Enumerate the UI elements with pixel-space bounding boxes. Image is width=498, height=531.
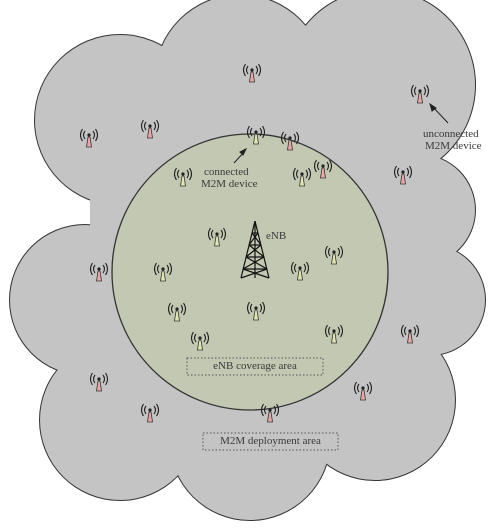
connected-device-icon bbox=[190, 331, 210, 351]
connected-device-icon bbox=[207, 227, 227, 247]
unconnected-label-line2: M2M device bbox=[425, 140, 482, 152]
connected-device-icon bbox=[153, 262, 173, 282]
devices-layer bbox=[79, 63, 430, 423]
connected-device-icon bbox=[292, 167, 312, 187]
deployment-area-label-box bbox=[202, 432, 339, 451]
connected-device-icon bbox=[324, 245, 344, 265]
connected-arrow bbox=[233, 147, 248, 164]
connected-label-line1: connected bbox=[204, 166, 249, 178]
unconnected-device-icon bbox=[353, 381, 373, 401]
connected-device-icon bbox=[324, 324, 344, 344]
connected-device-icon bbox=[167, 302, 187, 322]
unconnected-device-icon bbox=[280, 131, 300, 151]
connected-device-icon bbox=[246, 125, 266, 145]
deployment-area-label: M2M deployment area bbox=[220, 435, 321, 447]
unconnected-label-line1: unconnected bbox=[423, 128, 479, 140]
enb-tower-icon bbox=[240, 220, 270, 279]
unconnected-device-icon bbox=[313, 159, 333, 179]
unconnected-device-icon bbox=[140, 119, 160, 139]
connected-device-icon bbox=[246, 301, 266, 321]
unconnected-arrow bbox=[429, 102, 449, 124]
unconnected-device-icon bbox=[79, 128, 99, 148]
enb-label: eNB bbox=[266, 230, 287, 242]
unconnected-device-icon bbox=[400, 324, 420, 344]
unconnected-device-icon bbox=[89, 372, 109, 392]
coverage-area-label-box bbox=[186, 357, 324, 376]
unconnected-device-icon bbox=[393, 165, 413, 185]
unconnected-device-icon bbox=[89, 262, 109, 282]
connected-label-line2: M2M device bbox=[201, 178, 258, 190]
unconnected-device-icon bbox=[260, 403, 280, 423]
connected-device-icon bbox=[173, 167, 193, 187]
coverage-area-label: eNB coverage area bbox=[213, 360, 297, 372]
unconnected-device-icon bbox=[410, 84, 430, 104]
unconnected-device-icon bbox=[140, 403, 160, 423]
connected-device-icon bbox=[290, 261, 310, 281]
unconnected-device-icon bbox=[242, 63, 262, 83]
